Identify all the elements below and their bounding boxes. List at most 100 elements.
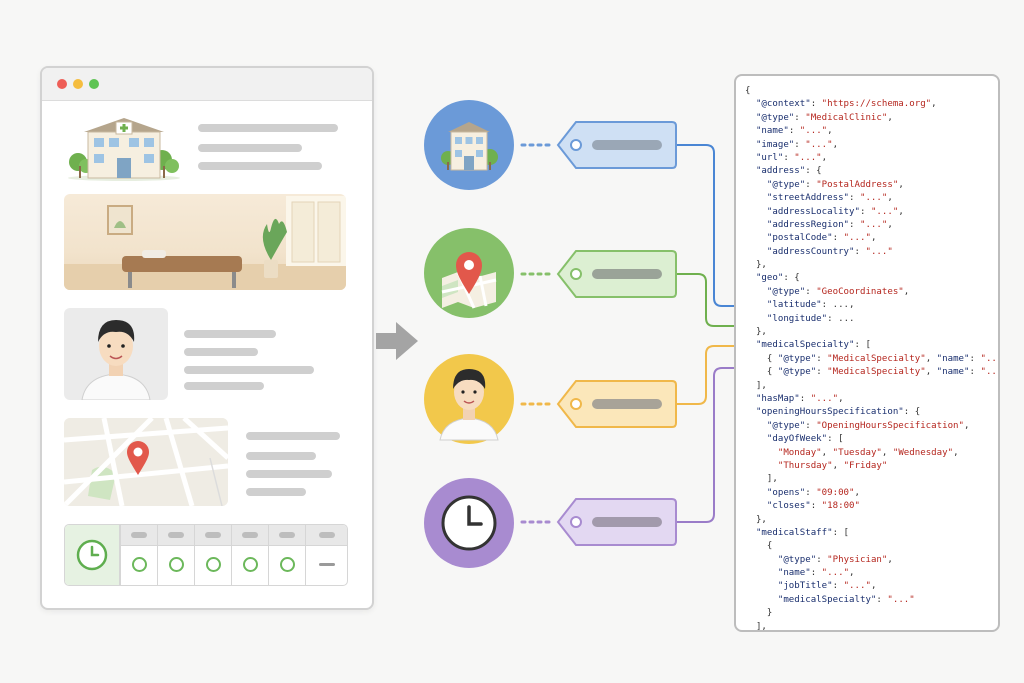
json-string: "...": [887, 594, 915, 605]
json-punctuation: :: [969, 367, 981, 378]
json-punctuation: ,: [964, 420, 970, 431]
json-punctuation: :: [859, 206, 871, 217]
map-circle: [424, 228, 514, 318]
code-line: "openingHoursSpecification": {: [745, 406, 998, 419]
clinic-building-icon: [68, 118, 180, 181]
json-key: "@type": [777, 554, 817, 565]
doctor-text-placeholder: [184, 330, 276, 338]
json-punctuation: [745, 180, 767, 190]
json-key: "name": [755, 126, 789, 137]
maximize-window-button[interactable]: [89, 79, 99, 89]
code-line: },: [745, 326, 998, 339]
json-key: "name": [936, 367, 970, 378]
json-punctuation: :: [832, 581, 844, 592]
json-punctuation: ,: [887, 554, 893, 565]
browser-title-bar: [42, 68, 372, 101]
json-punctuation: : ...: [827, 313, 855, 324]
json-punctuation: : {: [903, 407, 921, 418]
json-key: "medicalStaff": [755, 527, 833, 538]
json-punctuation: [745, 207, 767, 217]
map-text-placeholder: [246, 432, 340, 440]
json-key: "addressLocality": [766, 206, 860, 217]
code-line: "jobTitle": "...",: [745, 580, 998, 593]
json-key: "latitude": [766, 300, 822, 311]
json-key: "hasMap": [755, 393, 800, 404]
json-punctuation: :: [799, 393, 811, 404]
json-string: "Wednesday": [892, 447, 954, 458]
json-punctuation: [745, 581, 778, 591]
json-string: "...": [810, 393, 839, 404]
json-string: "https://schema.org": [821, 99, 932, 110]
minimize-window-button[interactable]: [73, 79, 83, 89]
json-punctuation: :: [805, 286, 817, 297]
json-punctuation: [745, 434, 767, 444]
json-key: "streetAddress": [766, 193, 850, 204]
json-string: "09:00": [816, 487, 855, 498]
json-key: "@type": [755, 112, 795, 123]
json-key: "closes": [766, 501, 811, 512]
json-punctuation: :: [805, 420, 817, 431]
json-key: "jobTitle": [777, 581, 833, 592]
clock-icon: [76, 539, 108, 571]
json-key: "dayOfWeek": [766, 434, 828, 445]
json-punctuation: [745, 448, 778, 458]
json-string: "...": [843, 581, 871, 592]
name-tag-label: [556, 121, 677, 169]
code-line: "@type": "MedicalClinic",: [745, 112, 998, 125]
json-string: "Tuesday": [832, 447, 882, 458]
json-string: "...": [843, 233, 871, 244]
json-punctuation: ,: [870, 581, 877, 592]
clinic-circle: [424, 100, 514, 190]
code-line: { "@type": "MedicalSpecialty", "name": "…: [745, 353, 998, 366]
json-punctuation: :: [816, 367, 828, 378]
code-line: "@type": "Physician",: [745, 554, 998, 567]
json-punctuation: [745, 407, 756, 417]
json-key: "name": [936, 353, 970, 364]
close-window-button[interactable]: [57, 79, 67, 89]
json-punctuation: }: [745, 608, 773, 619]
webpage-mockup: [40, 66, 374, 610]
json-key: "@type": [766, 420, 806, 431]
hours-closed-cell: [305, 525, 347, 585]
code-line: "address": {: [745, 165, 998, 178]
doctor-avatar-icon: [439, 369, 499, 441]
code-line: "name": "...",: [745, 125, 998, 138]
hours-day-cell: [231, 525, 269, 585]
json-punctuation: ],: [745, 474, 778, 485]
code-line: {: [745, 540, 998, 553]
json-punctuation: [745, 461, 778, 471]
json-punctuation: ,: [925, 353, 937, 364]
code-line: "longitude": ...: [745, 313, 998, 326]
json-punctuation: ,: [887, 112, 893, 123]
json-punctuation: [745, 193, 767, 203]
json-key: "image": [755, 139, 795, 150]
json-punctuation: [745, 99, 756, 109]
code-line: "name": "...",: [745, 567, 998, 580]
json-punctuation: :: [805, 487, 817, 498]
code-line: "dayOfWeek": [: [745, 433, 998, 446]
doctor-text-placeholder: [184, 366, 314, 374]
json-punctuation: :: [816, 353, 828, 364]
code-line: ],: [745, 473, 998, 486]
json-string: "...": [865, 246, 893, 257]
json-punctuation: : {: [783, 273, 800, 284]
json-key: "@type": [777, 353, 817, 364]
clinic-name-placeholder: [198, 124, 338, 132]
clinic-text-placeholder: [198, 162, 322, 170]
json-punctuation: :: [816, 554, 828, 565]
staff-tag-label: [556, 380, 677, 428]
json-punctuation: {: [745, 541, 773, 552]
json-punctuation: [745, 247, 767, 257]
clock-circle: [424, 478, 514, 568]
json-punctuation: :: [810, 99, 822, 110]
json-punctuation: [745, 166, 756, 176]
json-key: "@type": [777, 367, 817, 378]
json-punctuation: ,: [821, 152, 828, 163]
json-punctuation: :: [810, 568, 822, 579]
json-punctuation: :: [969, 353, 981, 364]
code-line: "@type": "PostalAddress",: [745, 179, 998, 192]
json-punctuation: ,: [887, 219, 893, 230]
json-punctuation: [745, 595, 778, 605]
code-line: "addressCountry": "...": [745, 246, 998, 259]
json-punctuation: :: [805, 179, 817, 190]
